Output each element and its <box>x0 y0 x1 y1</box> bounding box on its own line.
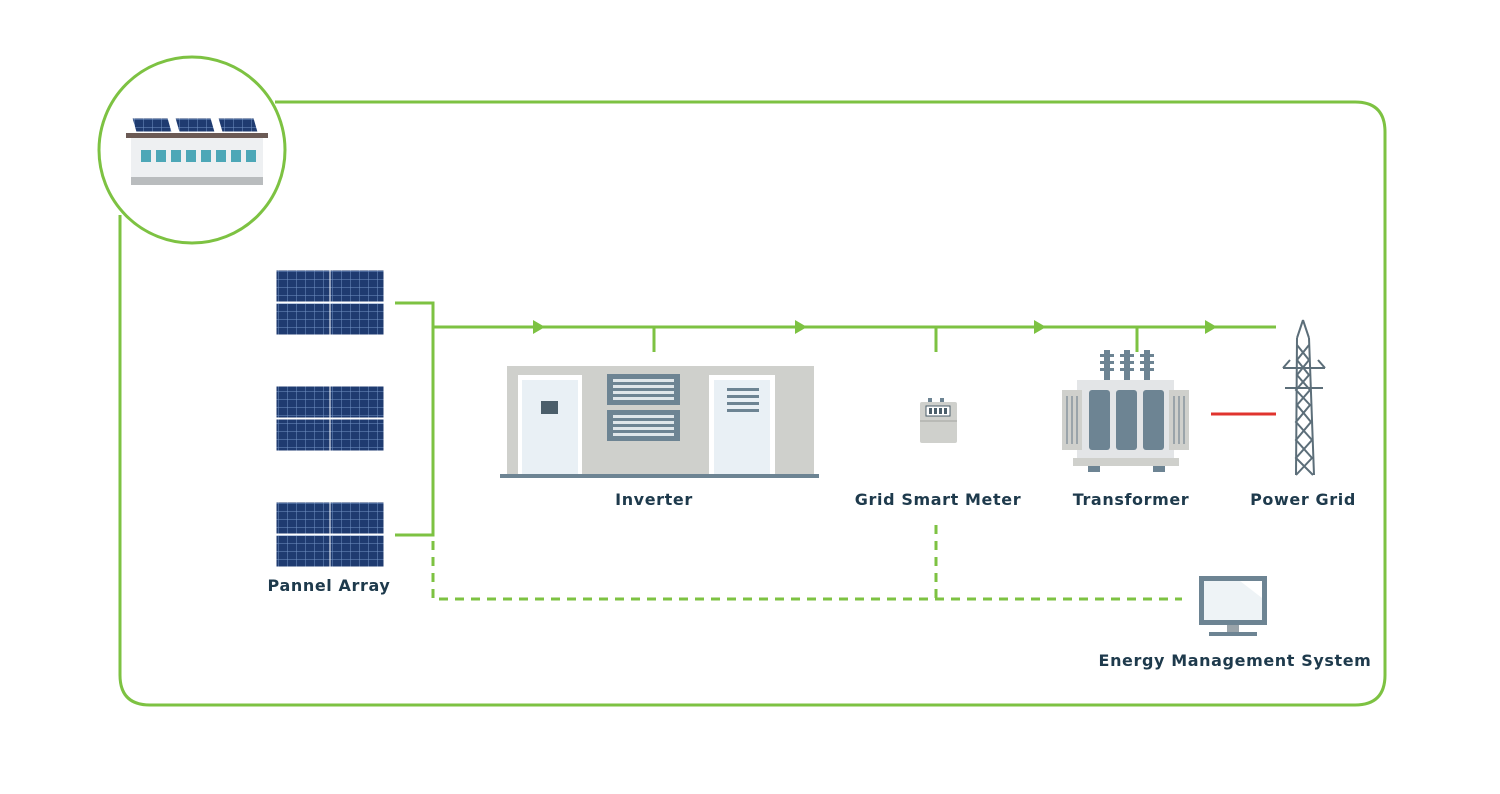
solar-panel-icon <box>275 385 385 452</box>
solar-panel-icon <box>275 501 385 568</box>
inverter-icon <box>500 366 819 478</box>
smart-meter-icon <box>920 398 957 443</box>
ems-label: Energy Management System <box>1098 651 1372 670</box>
power-grid-label: Power Grid <box>1250 490 1356 509</box>
monitor-icon <box>1199 576 1267 636</box>
solar-panel-icon <box>275 269 385 336</box>
smart-meter-label: Grid Smart Meter <box>854 490 1022 509</box>
rooftop-solar-building-icon <box>97 55 287 245</box>
transformer-icon <box>1062 350 1189 472</box>
transformer-label: Transformer <box>1072 490 1190 509</box>
power-tower-icon <box>1282 319 1326 476</box>
flow-arrows <box>533 320 1217 334</box>
power-flow-lines <box>395 301 1276 537</box>
system-boundary-frame <box>118 100 1387 707</box>
panel-array-label: Pannel Array <box>267 576 391 595</box>
inverter-label: Inverter <box>615 490 693 509</box>
data-link-lines <box>431 525 1182 601</box>
